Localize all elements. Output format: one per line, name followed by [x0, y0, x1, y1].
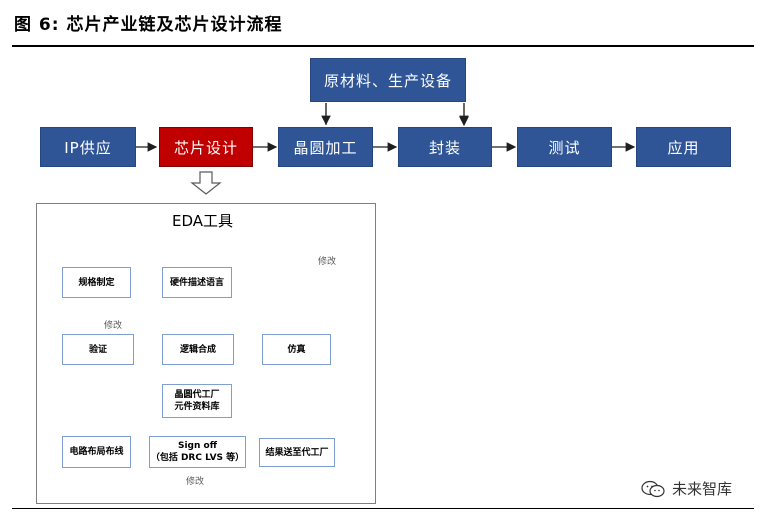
hollow-down-arrow — [190, 171, 222, 195]
watermark: 未来智库 — [640, 478, 732, 499]
modify-label-sim: 修改 — [318, 257, 337, 267]
eda-title: EDA工具 — [172, 212, 234, 230]
step-simulation: 仿真 — [262, 334, 331, 365]
chain-application: 应用 — [636, 127, 731, 167]
library-line2: 元件资料库 — [174, 402, 220, 412]
modify-label-signoff: 修改 — [186, 477, 205, 487]
chain-chip-design: 芯片设计 — [159, 127, 253, 167]
step-hdl: 硬件描述语言 — [162, 267, 232, 298]
figure-title: 图 6: 芯片产业链及芯片设计流程 — [14, 15, 283, 35]
chain-wafer-fab: 晶圆加工 — [278, 127, 373, 167]
signoff-line1: Sign off — [177, 441, 218, 451]
step-spec: 规格制定 — [62, 267, 131, 298]
step-verification: 验证 — [62, 334, 134, 365]
signoff-line2: （包括 DRC LVS 等） — [150, 453, 245, 463]
chain-ip-supply: IP供应 — [40, 127, 136, 167]
bottom-rule — [12, 508, 754, 509]
modify-label-verify: 修改 — [104, 321, 123, 331]
materials-equipment-box: 原材料、生产设备 — [310, 58, 466, 102]
library-line1: 晶圆代工厂 — [174, 390, 220, 400]
materials-connector — [325, 103, 464, 125]
top-rule — [12, 45, 754, 47]
wechat-icon — [641, 480, 665, 497]
step-send-to-foundry: 结果送至代工厂 — [259, 438, 335, 467]
chain-testing: 测试 — [517, 127, 612, 167]
watermark-text: 未来智库 — [672, 480, 733, 498]
step-layout-routing: 电路布局布线 — [62, 436, 131, 468]
step-signoff: Sign off （包括 DRC LVS 等） — [149, 436, 246, 468]
chain-packaging: 封装 — [398, 127, 492, 167]
step-logic-synthesis: 逻辑合成 — [162, 334, 234, 365]
step-foundry-library: 晶圆代工厂 元件资料库 — [162, 384, 232, 418]
